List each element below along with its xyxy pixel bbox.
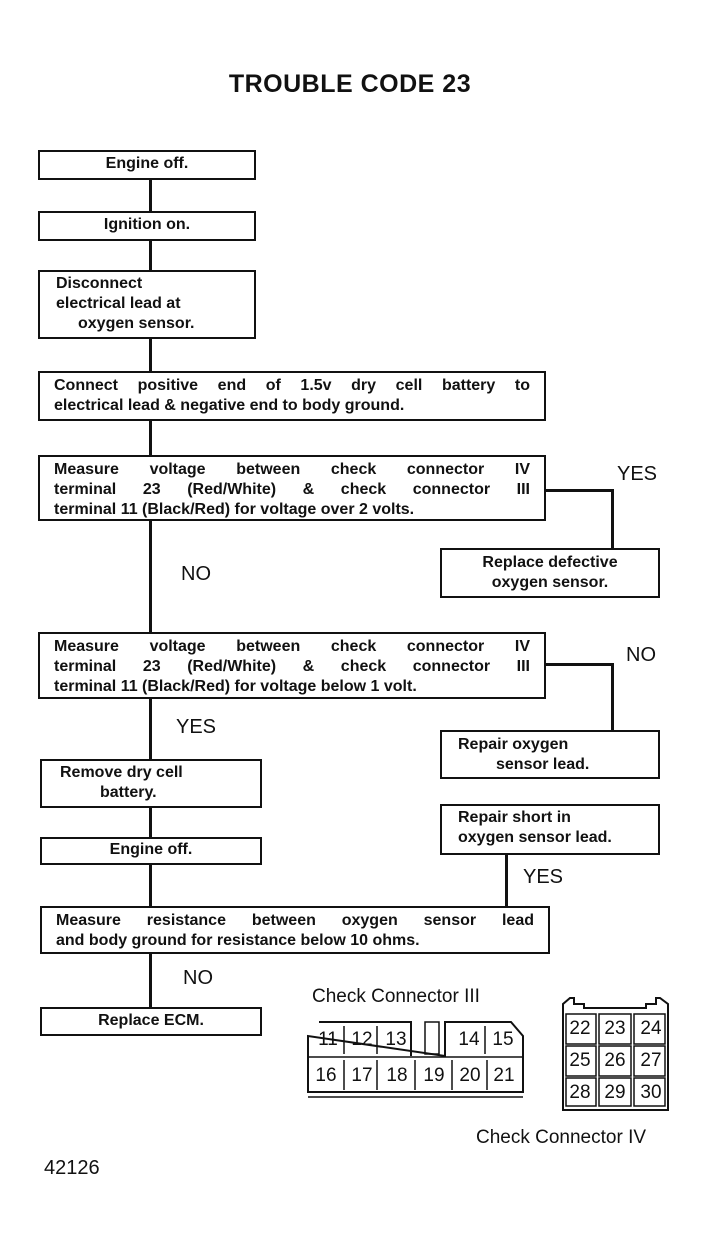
step-text: Remove dry cell — [60, 764, 183, 781]
step-text: Engine off. — [105, 155, 189, 172]
pin-label: 25 — [569, 1050, 591, 1071]
step-remove-battery: Remove dry cell battery. — [40, 759, 262, 808]
pin-label: 26 — [604, 1050, 626, 1071]
pin-label: 21 — [493, 1065, 515, 1086]
step-measure-voltage-below-1v: Measure voltage between check connector … — [38, 632, 546, 699]
step-replace-ecm: Replace ECM. — [40, 1007, 262, 1036]
step-text: Connect positive end of 1.5v dry cell ba… — [54, 377, 530, 394]
flow-line — [149, 863, 152, 907]
step-text: Replace ECM. — [98, 1012, 204, 1029]
step-text: Engine off. — [109, 841, 193, 858]
step-text: Replace defective — [482, 554, 618, 571]
step-text: Measure voltage between check connector … — [54, 461, 530, 478]
flow-line — [149, 953, 152, 1008]
pin-label: 15 — [492, 1029, 514, 1050]
pin-label: 20 — [459, 1065, 481, 1086]
pin-label: 30 — [640, 1082, 662, 1103]
step-text: oxygen sensor. — [491, 574, 609, 591]
pin-label: 18 — [386, 1065, 408, 1086]
flow-line — [149, 240, 152, 272]
step-text: Disconnect — [56, 275, 143, 292]
flow-line — [505, 854, 508, 908]
pin-label: 16 — [315, 1065, 337, 1086]
pin-label: 14 — [458, 1029, 480, 1050]
step-measure-resistance: Measure resistance between oxygen sensor… — [40, 906, 550, 954]
connector-iv-title: Check Connector IV — [476, 1127, 647, 1148]
step-text: battery. — [100, 784, 157, 801]
pin-label: 28 — [569, 1082, 591, 1103]
flow-line — [545, 663, 614, 666]
connector-iv-diagram — [562, 997, 669, 1111]
connector-iii-diagram — [307, 1021, 524, 1098]
pin-label: 17 — [351, 1065, 373, 1086]
step-text: terminal 23 (Red/White) & check connecto… — [54, 658, 530, 675]
step-text: electrical lead & negative end to body g… — [54, 397, 405, 414]
step-measure-voltage-over-2v: Measure voltage between check connector … — [38, 455, 546, 521]
step-text: and body ground for resistance below 10 … — [56, 932, 420, 949]
step-engine-off: Engine off. — [38, 150, 256, 180]
figure-number: 42126 — [44, 1157, 100, 1179]
step-connect-battery: Connect positive end of 1.5v dry cell ba… — [38, 371, 546, 421]
step-text: terminal 23 (Red/White) & check connecto… — [54, 481, 530, 498]
step-text: sensor lead. — [496, 756, 590, 773]
pin-label: 13 — [385, 1029, 407, 1050]
pin-label: 19 — [423, 1065, 445, 1086]
flow-line — [149, 420, 152, 456]
flow-line — [611, 489, 614, 549]
branch-yes: YES — [617, 463, 658, 485]
flow-line — [149, 520, 152, 633]
branch-no: NO — [183, 967, 213, 989]
step-text: terminal 11 (Black/Red) for voltage over… — [54, 501, 415, 518]
pin-label: 11 — [318, 1029, 338, 1050]
step-text: oxygen sensor lead. — [458, 829, 612, 846]
page-title: TROUBLE CODE 23 — [228, 70, 472, 98]
step-text: Repair oxygen — [458, 736, 569, 753]
branch-yes: YES — [176, 716, 217, 738]
step-text: terminal 11 (Black/Red) for voltage belo… — [54, 678, 417, 695]
step-text: Repair short in — [458, 809, 571, 826]
step-replace-oxygen-sensor: Replace defective oxygen sensor. — [440, 548, 660, 598]
pin-label: 27 — [640, 1050, 662, 1071]
step-engine-off-2: Engine off. — [40, 837, 262, 865]
flow-line — [545, 489, 614, 492]
flow-line — [149, 338, 152, 372]
pin-label: 29 — [604, 1082, 626, 1103]
step-repair-sensor-lead: Repair oxygen sensor lead. — [440, 730, 660, 779]
step-text: oxygen sensor. — [78, 315, 195, 332]
flow-line — [611, 663, 614, 731]
step-text: Ignition on. — [103, 216, 191, 233]
branch-no: NO — [626, 644, 656, 666]
step-text: electrical lead at — [56, 295, 181, 312]
pin-label: 22 — [569, 1018, 591, 1039]
flow-line — [149, 179, 152, 211]
step-disconnect-lead: Disconnect electrical lead at oxygen sen… — [38, 270, 256, 339]
step-text: Measure resistance between oxygen sensor… — [56, 912, 534, 929]
flow-line — [149, 806, 152, 838]
pin-label: 24 — [640, 1018, 662, 1039]
flow-line — [149, 698, 152, 760]
step-repair-short: Repair short in oxygen sensor lead. — [440, 804, 660, 855]
branch-no: NO — [181, 563, 211, 585]
pin-label: 12 — [351, 1029, 373, 1050]
step-ignition-on: Ignition on. — [38, 211, 256, 241]
connector-iii-title: Check Connector III — [312, 986, 480, 1007]
branch-yes: YES — [523, 866, 564, 888]
pin-label: 23 — [604, 1018, 626, 1039]
step-text: Measure voltage between check connector … — [54, 638, 530, 655]
